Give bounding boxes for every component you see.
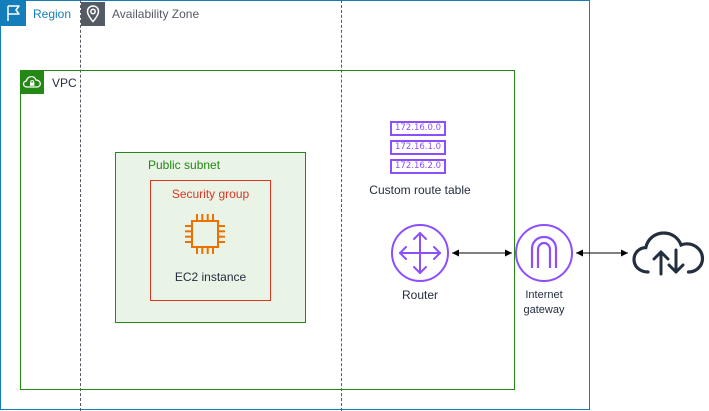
router-icon bbox=[390, 223, 450, 283]
internet-gateway-label-line1: Internet bbox=[525, 289, 563, 301]
availability-zone-divider-right bbox=[341, 0, 342, 411]
flag-icon bbox=[0, 0, 26, 26]
route-table-entry: 172.16.2.0 bbox=[390, 159, 446, 174]
region-container bbox=[0, 0, 590, 410]
internet-gateway-icon bbox=[514, 223, 574, 283]
cloud-lock-icon bbox=[20, 70, 44, 94]
route-table-label: Custom route table bbox=[369, 183, 471, 197]
route-table-entry: 172.16.0.0 bbox=[390, 121, 446, 136]
cloud-upload-download-icon bbox=[630, 228, 708, 278]
vpc-label: VPC bbox=[52, 76, 77, 90]
chip-icon bbox=[181, 210, 229, 258]
availability-zone-label: Availability Zone bbox=[112, 7, 200, 21]
map-pin-icon bbox=[81, 2, 105, 26]
internet-gateway-label-line2: gateway bbox=[523, 304, 565, 316]
ec2-instance-label: EC2 instance bbox=[174, 270, 247, 284]
security-group-label: Security group bbox=[171, 187, 250, 201]
public-subnet-label: Public subnet bbox=[148, 158, 221, 172]
route-table-entry: 172.16.1.0 bbox=[390, 140, 446, 155]
vpc-container bbox=[20, 70, 515, 390]
internet-gateway-label: Internet gateway bbox=[504, 288, 584, 318]
router-label: Router bbox=[401, 288, 439, 302]
security-group-container bbox=[150, 180, 271, 301]
region-label: Region bbox=[33, 7, 72, 21]
availability-zone-divider-left bbox=[80, 0, 81, 411]
